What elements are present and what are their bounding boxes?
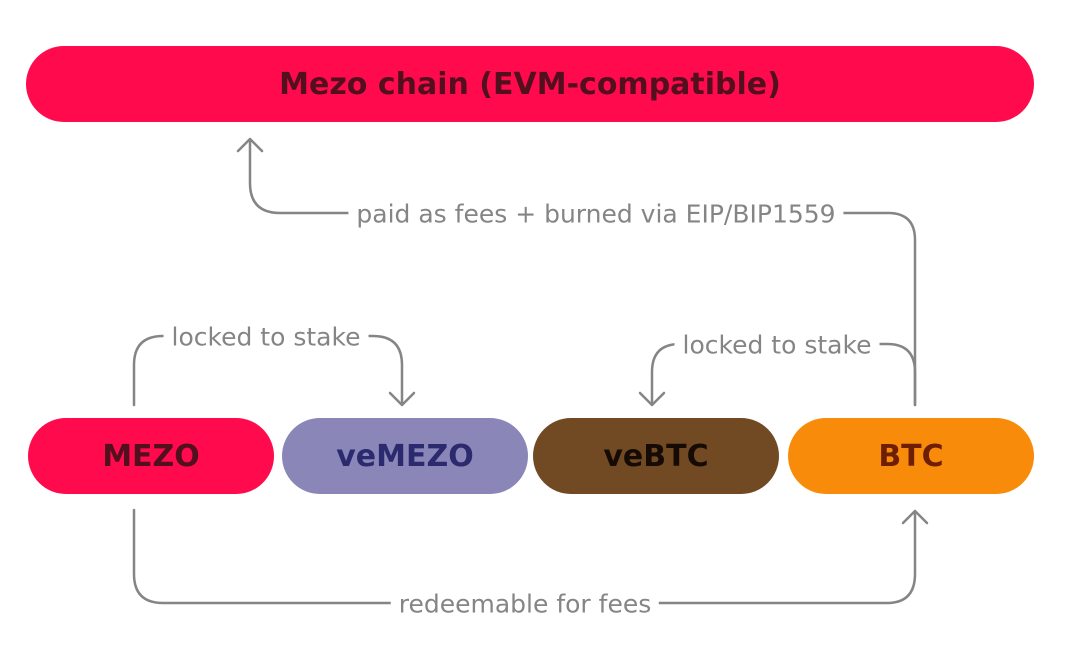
- redeem-arrowhead: [901, 509, 929, 525]
- lock-mezo-label: locked to stake: [163, 324, 369, 350]
- btc-token-label: BTC: [878, 438, 944, 474]
- mezo-chain-label: Mezo chain (EVM-compatible): [279, 66, 781, 102]
- fees-burn-connector: [248, 138, 917, 407]
- fees-burn-label: paid as fees + burned via EIP/BIP1559: [348, 201, 844, 227]
- redeem-label: redeemable for fees: [390, 591, 660, 617]
- mezo-token-label: MEZO: [102, 438, 200, 474]
- fees-burn-arrowhead: [236, 137, 264, 153]
- btc-token-node: BTC: [788, 418, 1034, 494]
- lock-mezo-arrowhead: [388, 391, 416, 407]
- lock-btc-label: locked to stake: [674, 332, 880, 358]
- lock-btc-arrowhead: [638, 391, 666, 407]
- vemezo-token-node: veMEZO: [282, 418, 528, 494]
- vebtc-token-node: veBTC: [533, 418, 779, 494]
- mezo-token-node: MEZO: [28, 418, 274, 494]
- vebtc-token-label: veBTC: [603, 438, 709, 474]
- mezo-chain-node: Mezo chain (EVM-compatible): [26, 46, 1034, 122]
- vemezo-token-label: veMEZO: [336, 438, 474, 474]
